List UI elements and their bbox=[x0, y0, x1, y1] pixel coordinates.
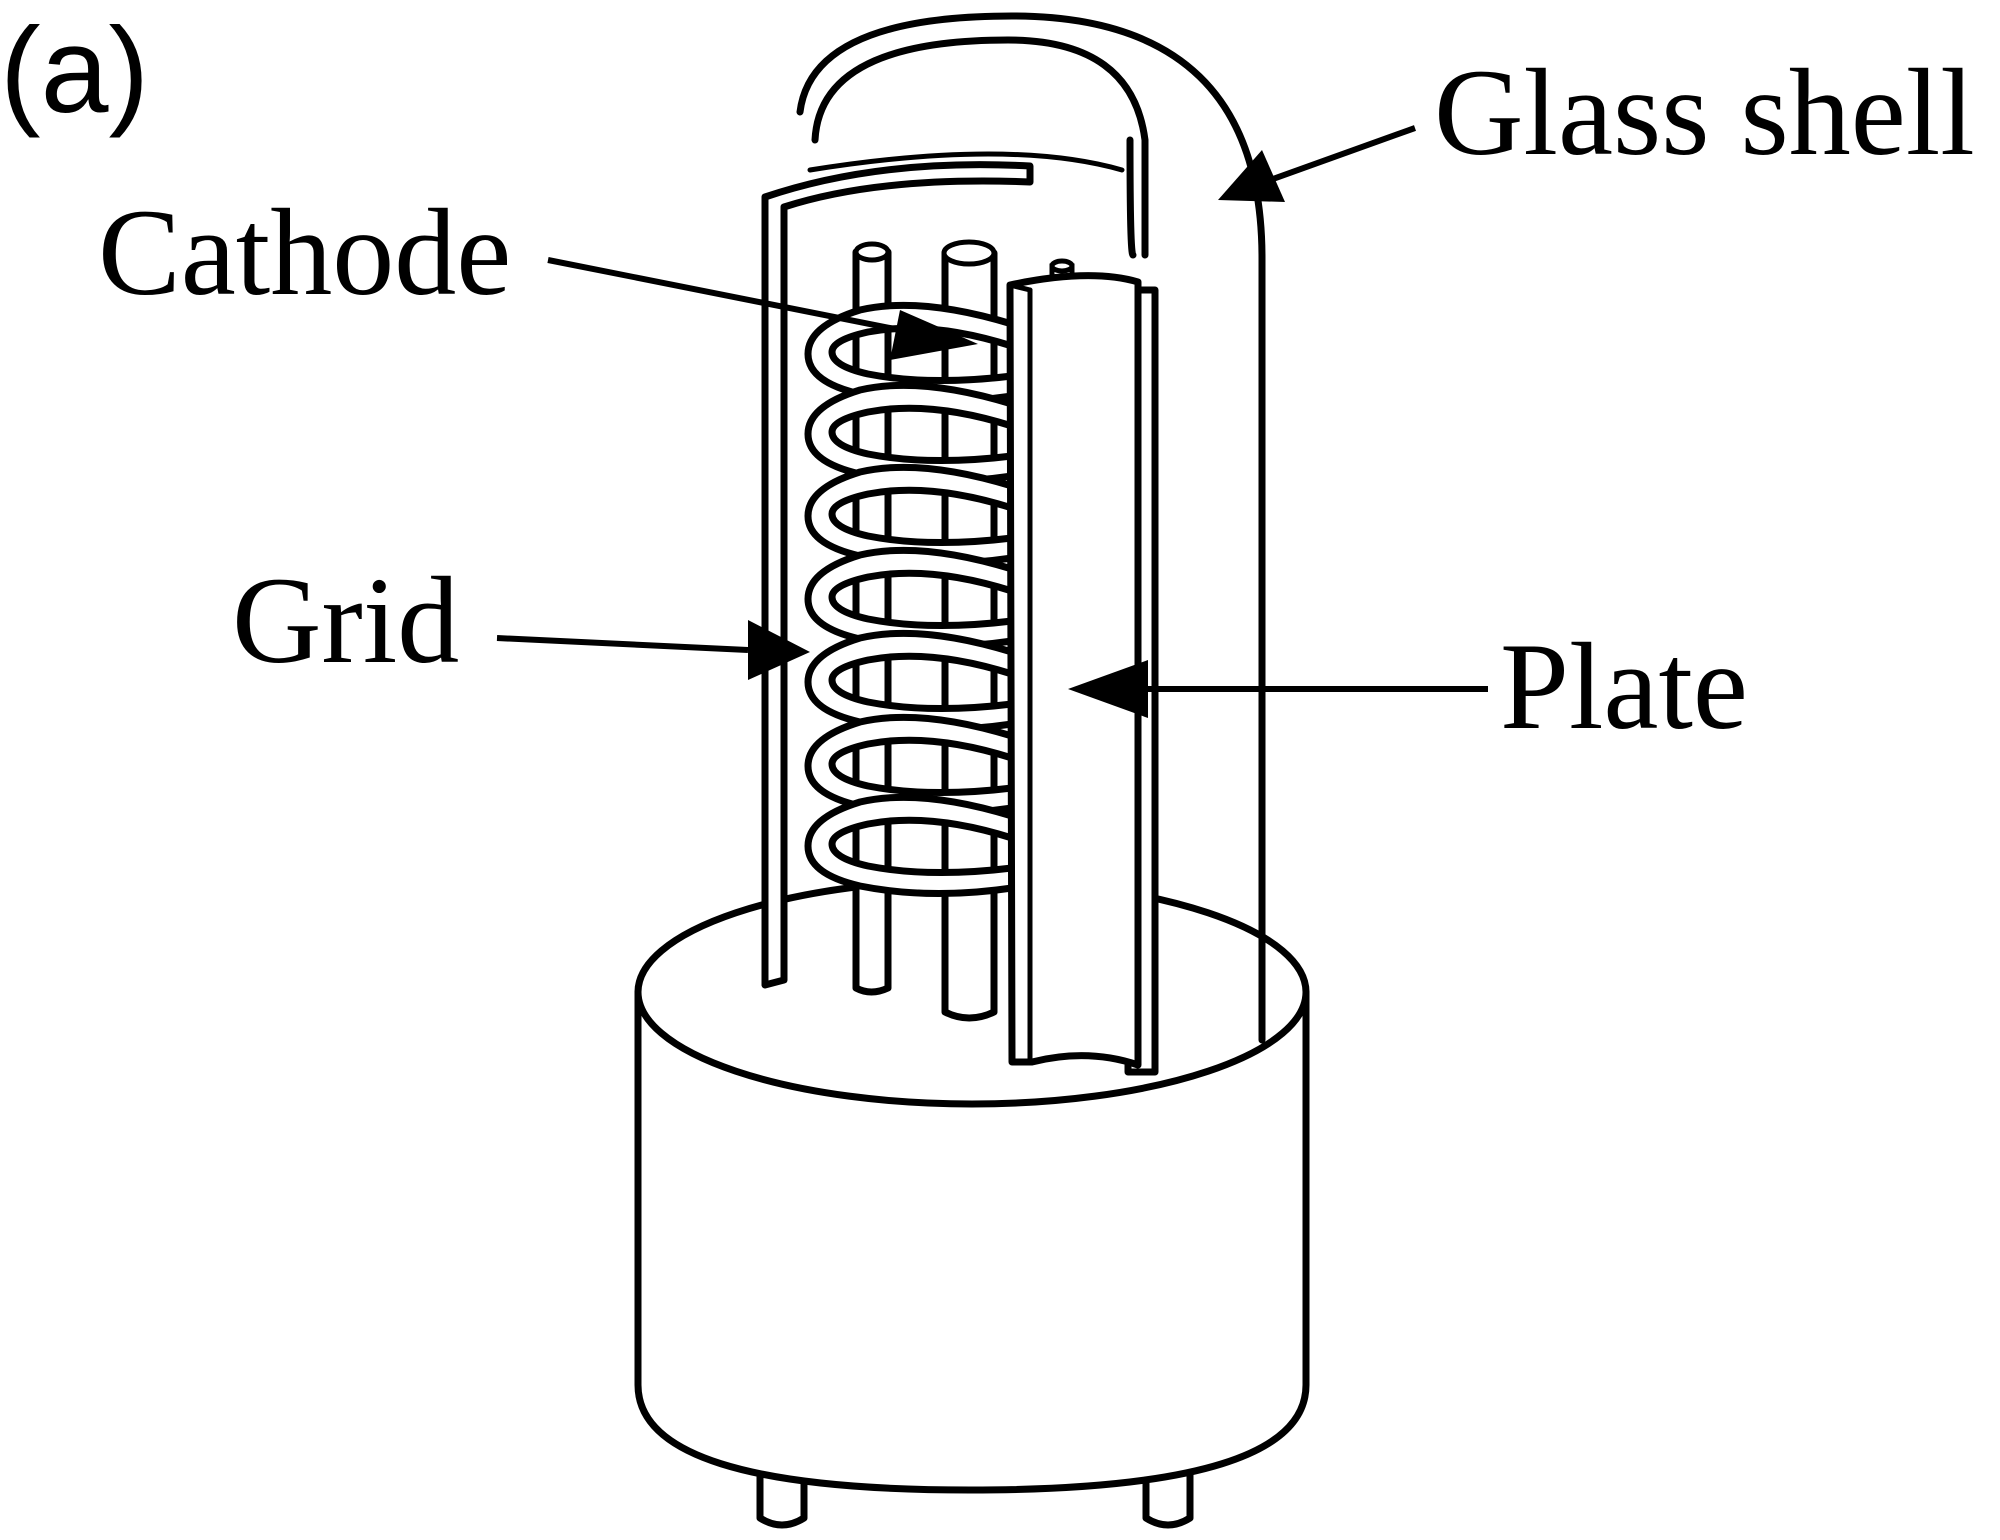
panel-label: (a) bbox=[0, 2, 149, 138]
base-pin-left bbox=[756, 1466, 808, 1529]
plate-arrow bbox=[1068, 660, 1488, 718]
label-plate: Plate bbox=[1500, 618, 1748, 755]
plate bbox=[1006, 272, 1142, 1069]
label-grid: Grid bbox=[232, 552, 459, 689]
label-glass-shell: Glass shell bbox=[1434, 44, 1975, 181]
label-cathode: Cathode bbox=[98, 184, 511, 321]
left-plate-sheet bbox=[761, 161, 1034, 989]
base-pin-right bbox=[1142, 1466, 1194, 1529]
cathode-arrow bbox=[547, 257, 978, 360]
glass-shell-arrow bbox=[1218, 125, 1417, 202]
grid-arrow bbox=[496, 620, 810, 680]
grid-coil bbox=[804, 301, 1016, 898]
